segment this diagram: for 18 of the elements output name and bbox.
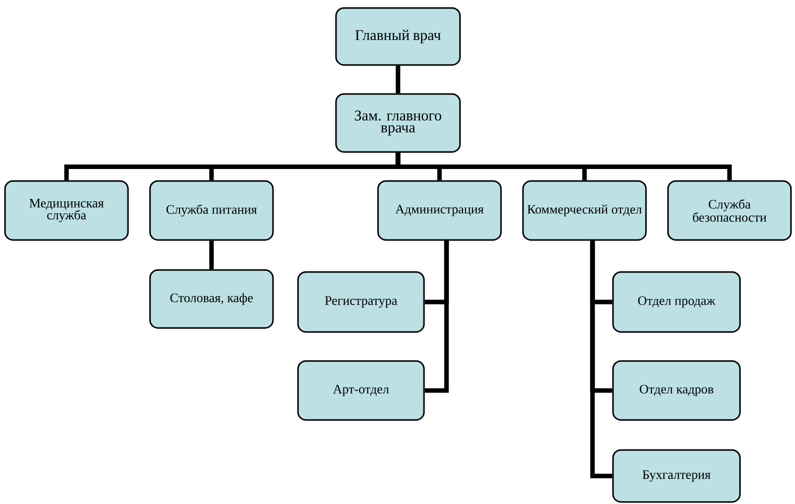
org-box: Служба безопасности <box>667 180 792 241</box>
connector-line <box>396 66 400 94</box>
connector-line <box>424 240 449 393</box>
org-box: Регистратура <box>297 271 425 333</box>
org-box: Зам. главного врача <box>335 93 461 153</box>
org-box: Арт-отдел <box>297 360 425 421</box>
org-box: Администрация <box>377 180 502 241</box>
connector-line <box>209 240 214 270</box>
org-box: Медицинская служба <box>4 180 129 241</box>
org-box: Главный врач <box>335 7 461 66</box>
org-box: Отдел кадров <box>612 360 741 421</box>
connector-line <box>590 240 612 478</box>
org-box: Отдел продаж <box>612 271 741 333</box>
connector-line <box>396 152 732 180</box>
org-box: Бухгалтерия <box>612 449 741 503</box>
org-box: Коммерческий отдел <box>522 180 647 241</box>
org-box: Столовая, кафе <box>149 269 274 329</box>
org-box: Служба питания <box>149 180 274 241</box>
